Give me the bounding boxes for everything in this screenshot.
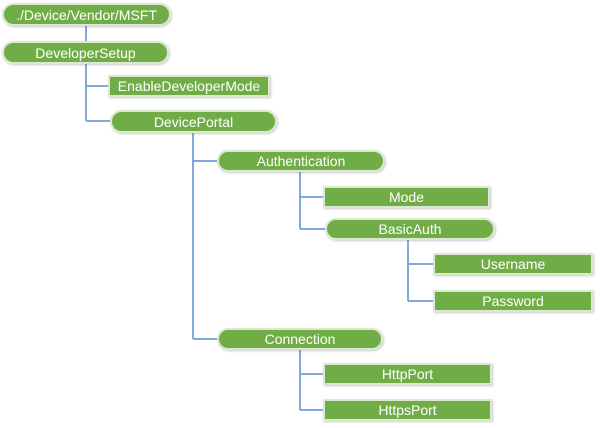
node-label: BasicAuth [378,221,442,237]
node-label: Mode [388,189,425,205]
node-basicauth: BasicAuth [325,218,495,240]
node-connection: Connection [217,328,383,350]
connector-line [300,228,325,230]
connector-line [300,196,323,198]
node-label: HttpPort [381,366,434,382]
connector-line [193,160,217,162]
node-developersetup: DeveloperSetup [2,41,169,64]
node-label: Authentication [256,153,346,169]
node-label: EnableDeveloperMode [117,78,261,94]
node-authentication: Authentication [217,150,385,172]
connector-line [85,26,87,41]
connector-line [408,263,433,265]
connector-line [299,350,301,410]
connector-line [408,300,433,302]
node-deviceportal: DevicePortal [110,110,277,133]
connector-line [192,133,194,339]
node-label: Connection [264,331,336,347]
node-root: ./Device/Vendor/MSFT [2,3,171,26]
node-label: Username [480,256,546,272]
connector-line [407,240,409,301]
connector-line [85,64,87,121]
node-label: DevicePortal [153,113,234,130]
connector-line [86,120,110,122]
node-mode: Mode [323,186,490,208]
node-httpport: HttpPort [323,363,492,385]
node-httpsport: HttpsPort [323,399,492,421]
connector-line [86,85,108,87]
connector-line [300,409,323,411]
connector-line [299,172,301,229]
node-enabledevelopermode: EnableDeveloperMode [108,75,270,97]
node-label: Password [482,293,544,309]
node-username: Username [433,253,593,275]
node-label: HttpsPort [378,402,437,418]
node-label: ./Device/Vendor/MSFT [16,6,157,23]
node-label: DeveloperSetup [35,44,136,61]
connector-line [300,373,323,375]
node-password: Password [433,290,593,312]
connector-line [193,338,217,340]
